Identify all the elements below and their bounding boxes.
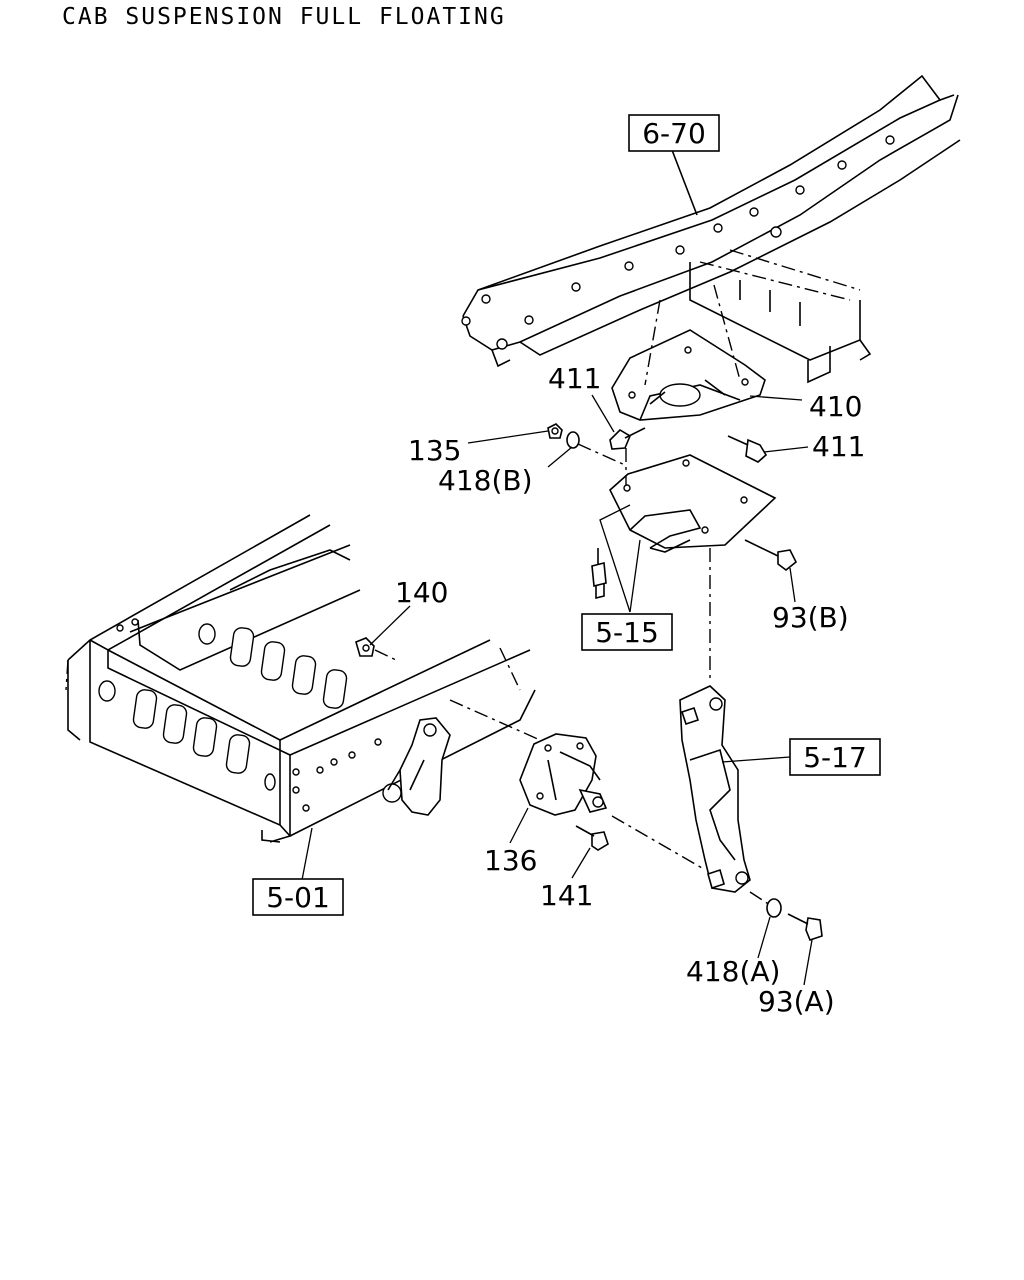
leader-410 bbox=[749, 395, 803, 401]
cab-frame-rail bbox=[461, 74, 961, 384]
axis-line-140 bbox=[374, 649, 397, 661]
leader-135 bbox=[467, 430, 549, 444]
bolt-141 bbox=[575, 825, 609, 851]
ref-box-5-15[interactable]: 5-15 bbox=[581, 613, 673, 651]
ref-label-5-17: 5-17 bbox=[803, 741, 867, 774]
bracket-136 bbox=[519, 733, 608, 816]
nut-135 bbox=[547, 423, 563, 439]
leader-418a bbox=[757, 916, 771, 959]
leader-411-right bbox=[763, 446, 809, 453]
leader-93b bbox=[789, 567, 796, 603]
callout-136: 136 bbox=[484, 844, 537, 877]
frame-bracket bbox=[382, 717, 451, 816]
axis-line-418a bbox=[749, 891, 771, 906]
leader-140 bbox=[369, 605, 411, 646]
link-assembly-5-17 bbox=[679, 685, 751, 893]
bolt-411-right bbox=[727, 435, 768, 463]
axis-line-136 bbox=[449, 699, 541, 741]
leader-93a bbox=[803, 939, 813, 986]
chassis-frame bbox=[65, 514, 536, 843]
callout-141: 141 bbox=[540, 879, 593, 912]
leader-141 bbox=[571, 847, 591, 879]
leader-5-15a bbox=[599, 504, 631, 613]
axis-line-lower bbox=[611, 815, 703, 869]
ref-label-6-70: 6-70 bbox=[642, 117, 706, 150]
ref-label-5-01: 5-01 bbox=[266, 881, 330, 914]
leader-418b bbox=[547, 446, 573, 468]
ref-box-5-17[interactable]: 5-17 bbox=[789, 738, 881, 776]
leader-411-left bbox=[591, 394, 615, 433]
callout-93a: 93(A) bbox=[758, 985, 835, 1018]
bolt-93a bbox=[787, 913, 823, 941]
ref-label-5-15: 5-15 bbox=[595, 616, 659, 649]
upper-bracket-410 bbox=[611, 284, 766, 421]
ref-box-5-01[interactable]: 5-01 bbox=[252, 878, 344, 916]
callout-135: 135 bbox=[408, 434, 461, 467]
bolt-93b bbox=[744, 539, 798, 572]
leader-6-70 bbox=[671, 149, 698, 216]
leader-5-15b bbox=[629, 539, 641, 613]
callout-418a: 418(A) bbox=[686, 955, 780, 988]
nut-140 bbox=[355, 637, 375, 657]
bolt-5-15 bbox=[591, 548, 607, 600]
washer-418a bbox=[766, 898, 782, 918]
leader-5-01 bbox=[301, 827, 313, 881]
bolt-411-left bbox=[609, 427, 646, 450]
ref-box-6-70[interactable]: 6-70 bbox=[628, 114, 720, 152]
diagram-title: CAB SUSPENSION FULL FLOATING bbox=[62, 4, 506, 30]
washer-418b bbox=[566, 431, 580, 449]
callout-140: 140 bbox=[395, 576, 448, 609]
mounting-plate-5-15 bbox=[609, 448, 777, 553]
callout-418b: 418(B) bbox=[438, 464, 533, 497]
callout-411-upper: 411 bbox=[548, 362, 601, 395]
callout-93b: 93(B) bbox=[772, 601, 849, 634]
callout-410: 410 bbox=[809, 390, 862, 423]
callout-411-right: 411 bbox=[812, 430, 865, 463]
leader-136 bbox=[509, 807, 529, 844]
leader-5-17 bbox=[721, 756, 791, 763]
axis-line-upper bbox=[577, 443, 626, 466]
